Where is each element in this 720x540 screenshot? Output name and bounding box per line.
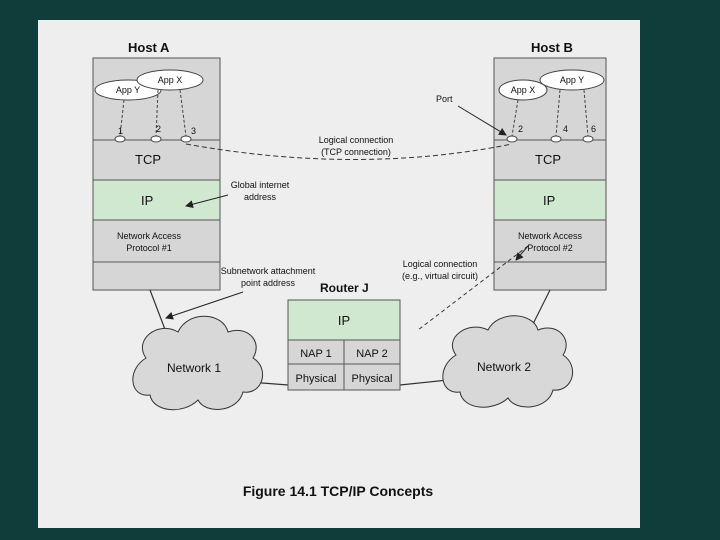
host-a-port-3-label: 3 (191, 126, 196, 136)
router-j: Router J IP NAP 1 NAP 2 Physical Physica… (287, 281, 401, 391)
router-phys1-label: Physical (296, 373, 337, 385)
host-a-port-1-label: 1 (118, 126, 123, 136)
host-a-port-2 (150, 135, 162, 143)
host-b-title: Host B (531, 40, 573, 55)
figure-caption: Figure 14.1 TCP/IP Concepts (243, 483, 434, 499)
host-b-port-4 (550, 135, 562, 143)
host-a-nap-line1: Network Access (117, 231, 182, 241)
host-b: Host B App X App Y 2 4 6 TCP IP Network … (493, 40, 607, 291)
global-addr-line1: Global internet (231, 180, 290, 190)
network-1-cloud-shape (132, 315, 263, 411)
network-2-cloud: Network 2 (442, 315, 573, 408)
host-b-nap-layer (493, 219, 607, 263)
subnet-addr-arrow (165, 291, 244, 320)
diagram-slide: Host A App Y App X 1 2 3 TCP IP Network … (38, 20, 640, 528)
logical-vc-line2: (e.g., virtual circuit) (402, 271, 478, 281)
host-b-port-4-label: 4 (563, 124, 568, 134)
host-a-network-1-link (149, 289, 167, 333)
host-b-ip-label: IP (543, 193, 555, 208)
host-a-app-y-label: App Y (116, 85, 140, 95)
logical-tcp-arc (185, 143, 513, 160)
host-a-tcp-layer (92, 139, 221, 181)
host-a-ip-label: IP (141, 193, 153, 208)
host-b-nap-line1: Network Access (518, 231, 583, 241)
host-a-ip-layer (92, 179, 221, 221)
host-b-port-2-label: 2 (518, 124, 523, 134)
logical-tcp-line1: Logical connection (319, 135, 394, 145)
host-b-app-y (539, 69, 605, 91)
subnet-addr-line1: Subnetwork attachment (221, 266, 316, 276)
host-b-app-x-label: App X (511, 85, 536, 95)
host-a-port-1 (114, 135, 126, 143)
network-2-label: Network 2 (477, 360, 531, 374)
host-a-tcp-label: TCP (135, 152, 161, 167)
host-b-link-2 (511, 99, 519, 137)
router-nap2 (343, 339, 401, 365)
router-ip-layer (287, 299, 401, 341)
annotations: Port Logical connection (TCP connection)… (165, 94, 529, 331)
network-1-cloud: Network 1 (132, 315, 263, 411)
host-a-physical-layer (92, 261, 221, 291)
host-b-link-6 (583, 89, 589, 137)
host-a: Host A App Y App X 1 2 3 TCP IP Network … (92, 40, 221, 291)
logical-tcp-line2: (TCP connection) (321, 147, 391, 157)
network-1-label: Network 1 (167, 361, 221, 375)
host-b-nap-line2: Protocol #2 (527, 243, 573, 253)
host-b-tcp-label: TCP (535, 152, 561, 167)
host-b-port-2 (506, 135, 518, 143)
router-nap1-label: NAP 1 (300, 348, 332, 360)
logical-vc-line1: Logical connection (403, 259, 478, 269)
global-addr-arrow (185, 194, 229, 209)
tcpip-diagram: Host A App Y App X 1 2 3 TCP IP Network … (92, 40, 607, 499)
host-b-app-y-label: App Y (560, 75, 584, 85)
host-a-port-2-label: 2 (156, 124, 161, 134)
router-phys2 (343, 363, 401, 391)
global-addr-line2: address (244, 192, 277, 202)
router-title: Router J (320, 281, 369, 295)
host-a-link-2 (155, 89, 159, 137)
port-label: Port (436, 94, 453, 104)
logical-vc-arrow (515, 245, 529, 261)
host-a-port-3 (180, 135, 192, 143)
host-a-nap-line2: Protocol #1 (126, 243, 172, 253)
host-b-physical-layer (493, 261, 607, 291)
router-network-2-link (399, 379, 449, 386)
router-nap2-label: NAP 2 (356, 348, 388, 360)
router-phys2-label: Physical (352, 373, 393, 385)
host-a-app-x (136, 69, 204, 91)
host-b-app-x (498, 79, 548, 101)
host-a-link-3 (179, 89, 187, 137)
host-a-title: Host A (128, 40, 170, 55)
network-2-cloud-shape (442, 315, 573, 408)
logical-vc-dashed-line (417, 245, 529, 331)
host-a-nap-layer (92, 219, 221, 263)
host-b-port-6 (582, 135, 594, 143)
host-a-app-x-label: App X (158, 75, 183, 85)
subnet-addr-line2: point address (241, 278, 296, 288)
router-ip-label: IP (338, 313, 350, 328)
host-a-link-1 (119, 99, 125, 137)
port-arrow (457, 105, 507, 136)
host-b-link-4 (555, 89, 561, 137)
host-b-port-6-label: 6 (591, 124, 596, 134)
